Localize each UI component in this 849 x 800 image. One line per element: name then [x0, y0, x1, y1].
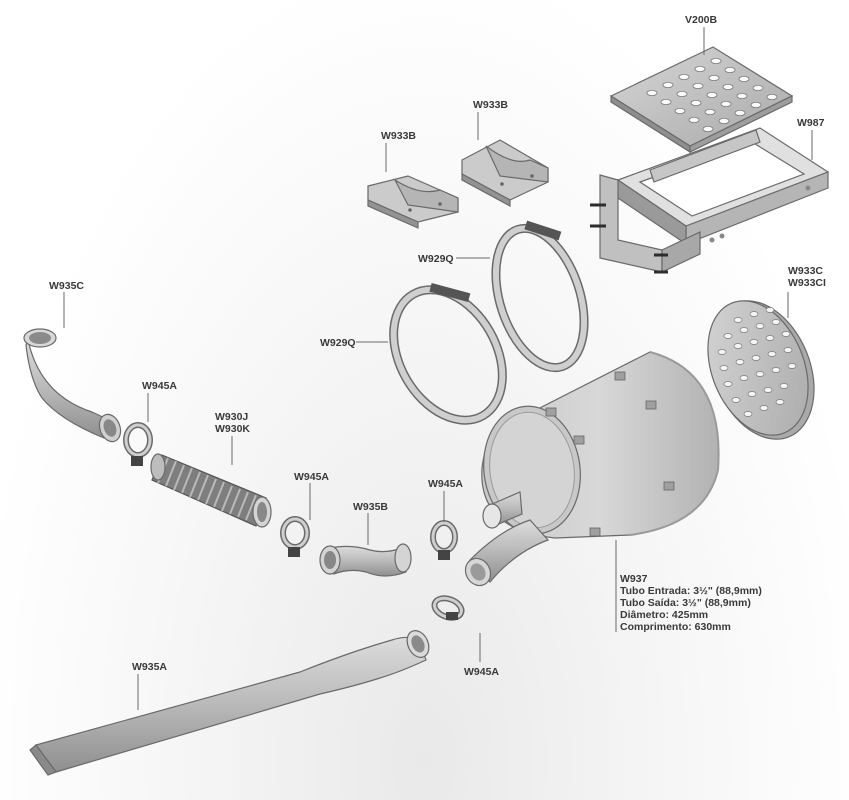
- pipe-clamp-w945a-1: [123, 422, 153, 466]
- label-v200b: V200B: [685, 14, 718, 26]
- saddle-bracket-w933b-left: [367, 175, 459, 229]
- label-w930k: W930K: [215, 423, 250, 435]
- label-w945a-1: W945A: [142, 380, 177, 392]
- flex-hose-w930j: [150, 453, 272, 528]
- label-w929q-lower: W929Q: [320, 337, 356, 349]
- label-w987: W987: [797, 117, 825, 129]
- leader-lines: [63, 27, 813, 710]
- band-clamp-w929q-lower: [389, 282, 507, 425]
- label-w935b: W935B: [353, 501, 388, 513]
- pipe-clamp-w945a-4: [431, 595, 465, 621]
- spec-diameter: Diâmetro: 425mm: [620, 609, 708, 621]
- muffler-w937: [464, 351, 720, 587]
- bent-pipe-w935b: [319, 543, 412, 577]
- tail-pipe-w935a: [29, 630, 430, 776]
- label-w933ci: W933CI: [788, 277, 826, 289]
- saddle-bracket-w933b-right: [461, 139, 549, 208]
- pipe-clamp-w945a-2: [280, 516, 310, 557]
- label-w933b-right: W933B: [473, 99, 508, 111]
- label-w930j: W930J: [215, 411, 248, 423]
- perforated-disc-w933c: [707, 300, 815, 440]
- label-w945a-4: W945A: [464, 666, 499, 678]
- label-w935a: W935A: [132, 661, 167, 673]
- spec-inlet: Tubo Entrada: 3½" (88,9mm): [620, 585, 762, 597]
- spec-outlet: Tubo Saída: 3½" (88,9mm): [620, 597, 751, 609]
- pipe-clamp-w945a-3: [430, 520, 458, 560]
- label-w937: W937: [620, 573, 648, 585]
- label-w945a-2: W945A: [294, 471, 329, 483]
- label-w933c: W933C: [788, 265, 823, 277]
- label-w945a-3: W945A: [428, 478, 463, 490]
- part-labels: V200B W987 W933B W933B W929Q W929Q W933C…: [49, 14, 826, 678]
- perforated-plate-v200b: [609, 46, 794, 154]
- elbow-pipe-w935c: [23, 328, 122, 443]
- label-w929q-upper: W929Q: [418, 253, 454, 265]
- band-clamp-w929q-upper: [491, 220, 589, 373]
- spec-length: Comprimento: 630mm: [620, 621, 731, 633]
- label-w933b-left: W933B: [381, 130, 416, 142]
- bracket-frame-w987: [590, 127, 830, 274]
- label-w935c: W935C: [49, 280, 84, 292]
